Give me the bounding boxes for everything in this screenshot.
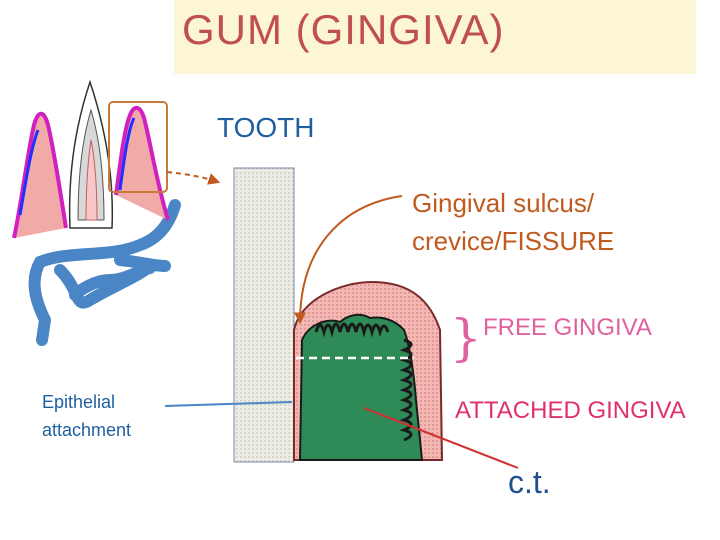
epithelial-label-line2: attachment <box>42 420 132 440</box>
attached-gingiva-label: ATTACHED GINGIVA <box>455 397 686 424</box>
left-gum <box>12 111 68 239</box>
zoom-arrow <box>166 171 221 185</box>
zoom-box <box>108 101 168 193</box>
tooth-column <box>233 167 295 463</box>
connective-tissue <box>298 313 424 461</box>
epithelial-label-line1: Epithelial <box>42 392 116 412</box>
sulcus-label-line1: Gingival sulcus/ <box>412 188 595 218</box>
free-gingiva-label: FREE GINGIVA <box>483 314 652 341</box>
bone-shape <box>28 199 181 346</box>
sulcus-arrow <box>294 195 403 325</box>
tooth-label: TOOTH <box>217 112 315 143</box>
curly-brace-icon: } <box>450 309 482 367</box>
ct-pointer-line <box>363 407 519 469</box>
page-title: GUM (GINGIVA) <box>182 6 505 53</box>
overview-drawing <box>12 79 221 346</box>
epithelial-ridges <box>314 322 413 442</box>
connective-tissue-label: c.t. <box>508 464 551 500</box>
epithelial-attachment-line <box>164 401 293 407</box>
title-box <box>174 0 696 74</box>
sulcus-label-line2: crevice/FISSURE <box>412 226 615 256</box>
